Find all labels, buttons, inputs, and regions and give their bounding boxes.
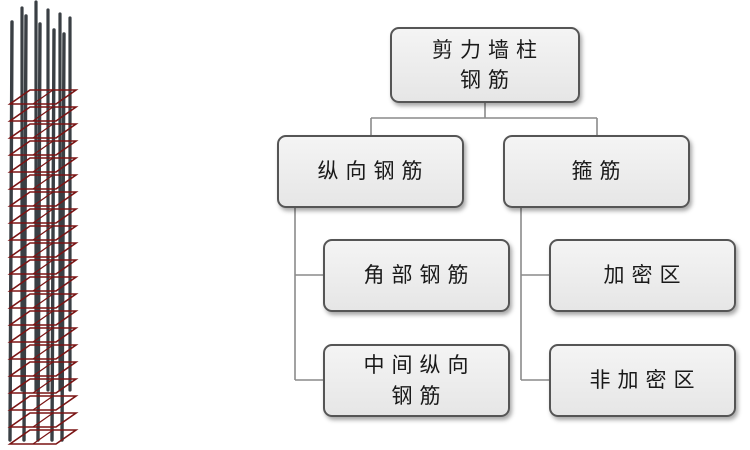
node-middle-line1: 中间纵向 xyxy=(363,353,476,378)
rebar-column-illustration xyxy=(7,0,79,445)
stirrup-tie xyxy=(32,225,54,241)
stirrup-tie xyxy=(32,429,54,445)
stirrup-tie xyxy=(32,191,54,207)
stirrup-tie xyxy=(32,140,54,156)
stirrup-ring xyxy=(7,174,79,190)
stirrup-tie xyxy=(32,89,54,105)
rebar-front-bar xyxy=(8,20,14,442)
node-corner-label: 角部钢筋 xyxy=(363,263,476,288)
stirrup-tie xyxy=(32,242,54,258)
stirrup-tie xyxy=(32,157,54,173)
rebar-front-bar xyxy=(22,14,28,442)
stirrup-ring xyxy=(7,429,79,445)
stirrup-ring xyxy=(7,242,79,258)
stirrup-tie xyxy=(32,412,54,428)
stirrup-ring xyxy=(7,225,79,241)
stirrup-tie xyxy=(32,106,54,122)
stirrup-ring xyxy=(7,361,79,377)
stirrup-tie xyxy=(32,344,54,360)
node-longitudinal-rebar: 纵向钢筋 xyxy=(277,135,464,208)
stirrup-ring xyxy=(7,157,79,173)
node-root-line1: 剪力墙柱 xyxy=(432,37,544,62)
node-dense-zone: 加密区 xyxy=(549,239,736,312)
stirrup-ring xyxy=(7,310,79,326)
stirrup-ring xyxy=(7,327,79,343)
stirrup-tie xyxy=(32,259,54,275)
rebar-front-bar xyxy=(36,22,42,442)
stirrup-tie xyxy=(32,174,54,190)
stirrup-rings xyxy=(7,89,79,445)
node-stirrup: 箍筋 xyxy=(503,135,690,208)
stirrup-ring xyxy=(7,191,79,207)
stirrup-tie xyxy=(32,395,54,411)
rebar-front-bar xyxy=(50,28,56,442)
node-dense-label: 加密区 xyxy=(603,263,688,288)
stirrup-tie xyxy=(32,378,54,394)
stirrup-ring xyxy=(7,123,79,139)
stirrup-ring xyxy=(7,140,79,156)
node-middle-line2: 钢筋 xyxy=(391,383,448,408)
stirrup-ring xyxy=(7,208,79,224)
node-stirrup-label: 箍筋 xyxy=(571,159,628,184)
stirrup-ring xyxy=(7,259,79,275)
node-corner-rebar: 角部钢筋 xyxy=(323,239,510,312)
stirrup-ring xyxy=(7,378,79,394)
stirrup-tie xyxy=(32,327,54,343)
stirrup-ring xyxy=(7,412,79,428)
stirrup-ring xyxy=(7,106,79,122)
stirrup-tie xyxy=(32,276,54,292)
node-middle-longitudinal-rebar: 中间纵向 钢筋 xyxy=(323,344,510,417)
stirrup-ring xyxy=(7,395,79,411)
longitudinal-bars xyxy=(8,0,72,442)
stirrup-tie xyxy=(32,361,54,377)
stirrup-tie xyxy=(32,293,54,309)
stirrup-tie xyxy=(32,123,54,139)
node-longitudinal-label: 纵向钢筋 xyxy=(317,159,430,184)
node-non-dense-zone: 非加密区 xyxy=(549,344,736,417)
stirrup-ring xyxy=(7,276,79,292)
stirrup-ring xyxy=(7,344,79,360)
stirrup-tie xyxy=(32,310,54,326)
stirrup-tie xyxy=(32,208,54,224)
node-shear-wall-column-rebar: 剪力墙柱 钢筋 xyxy=(390,27,580,103)
stirrup-ring xyxy=(7,89,79,105)
stirrup-ring xyxy=(7,293,79,309)
node-nondense-label: 非加密区 xyxy=(589,368,702,393)
node-root-line2: 钢筋 xyxy=(460,68,516,92)
